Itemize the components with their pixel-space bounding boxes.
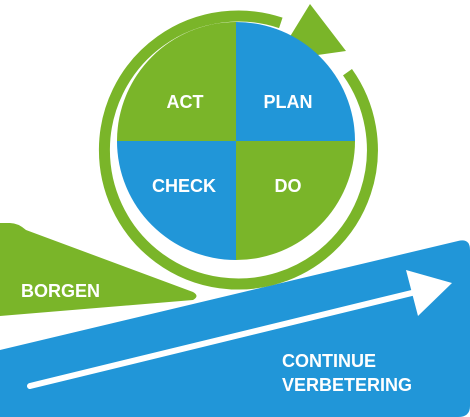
do-label: DO (275, 176, 302, 196)
improvement-label-line1: CONTINUE (282, 351, 376, 371)
quadrant-plan (236, 22, 355, 141)
cycle-ring (98, 10, 378, 290)
borgen-wedge (0, 223, 197, 316)
quadrant-check (117, 141, 236, 260)
plan-label: PLAN (264, 92, 313, 112)
borgen-label: BORGEN (21, 281, 100, 301)
quadrant-act (117, 22, 236, 141)
improvement-ramp (0, 240, 470, 417)
improvement-arrow-icon (27, 270, 452, 389)
check-label: CHECK (152, 176, 216, 196)
improvement-label-line2: VERBETERING (282, 375, 412, 395)
quadrant-do (236, 141, 355, 260)
act-label: ACT (167, 92, 204, 112)
